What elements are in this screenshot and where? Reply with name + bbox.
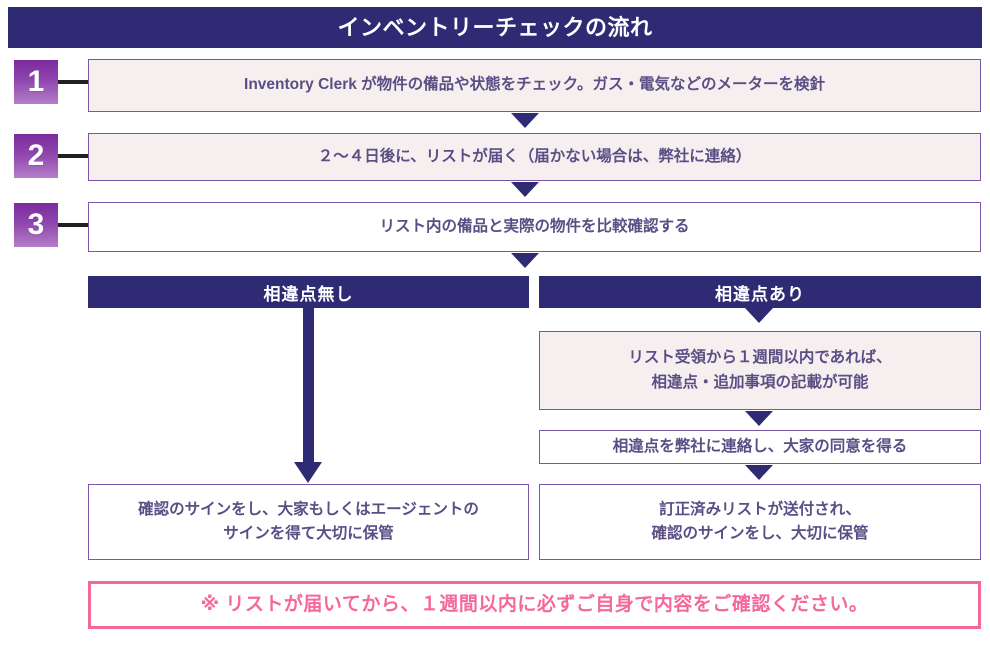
arrow-step3-to-branches <box>511 253 539 268</box>
step-marker-3: 3 <box>14 203 58 247</box>
step-connector-2 <box>58 154 89 158</box>
arrow-step1-to-step2 <box>511 113 539 128</box>
arrow-right-box1-to-box2 <box>745 411 773 426</box>
right-branch-result-line-2: 確認のサインをし、大切に保管 <box>651 525 869 542</box>
page-title: インベントリーチェックの流れ <box>337 14 653 40</box>
step-marker-2: 2 <box>14 134 58 178</box>
flowchart-title-bar: インベントリーチェックの流れ <box>8 7 982 48</box>
long-arrow-shaft <box>303 308 314 462</box>
step-number-3: 3 <box>27 208 45 241</box>
branch-header-right: 相違点あり <box>539 276 981 308</box>
arrow-right-header-to-box1 <box>745 308 773 323</box>
branch-header-left: 相違点無し <box>88 276 529 308</box>
step-box-3: リスト内の備品と実際の物件を比較確認する <box>88 202 981 252</box>
step-marker-1: 1 <box>14 60 58 104</box>
left-branch-result-box: 確認のサインをし、大家もしくはエージェントの サインを得て大切に保管 <box>88 484 529 560</box>
step-box-2: ２〜４日後に、リストが届く（届かない場合は、弊社に連絡） <box>88 133 981 181</box>
step-number-1: 1 <box>27 65 45 98</box>
arrow-step2-to-step3 <box>511 182 539 197</box>
right-branch-box-1: リスト受領から１週間以内であれば、 相違点・追加事項の記載が可能 <box>539 331 981 410</box>
long-arrow-head <box>294 462 322 483</box>
right-branch-box-2: 相違点を弊社に連絡し、大家の同意を得る <box>539 430 981 464</box>
left-branch-result-line-1: 確認のサインをし、大家もしくはエージェントの <box>138 500 479 518</box>
step-connector-3 <box>58 223 89 227</box>
right-branch-box-1-line-2: 相違点・追加事項の記載が可能 <box>651 373 869 391</box>
warning-text: ※ リストが届いてから、１週間以内に必ずご自身で内容をご確認ください。 <box>200 593 869 615</box>
arrow-right-box2-to-result <box>745 465 773 480</box>
right-branch-box-1-line-1: リスト受領から１週間以内であれば、 <box>628 349 892 367</box>
step-number-2: 2 <box>27 139 45 172</box>
left-branch-result-line-2: サインを得て大切に保管 <box>223 525 394 542</box>
step-connector-1 <box>58 80 89 84</box>
long-arrow-left-branch <box>294 308 323 483</box>
step-box-1: Inventory Clerk が物件の備品や状態をチェック。ガス・電気などのメ… <box>88 59 981 112</box>
right-branch-result-box: 訂正済みリストが送付され、 確認のサインをし、大切に保管 <box>539 484 981 560</box>
warning-box: ※ リストが届いてから、１週間以内に必ずご自身で内容をご確認ください。 <box>88 581 981 629</box>
right-branch-result-line-1: 訂正済みリストが送付され、 <box>659 500 861 518</box>
